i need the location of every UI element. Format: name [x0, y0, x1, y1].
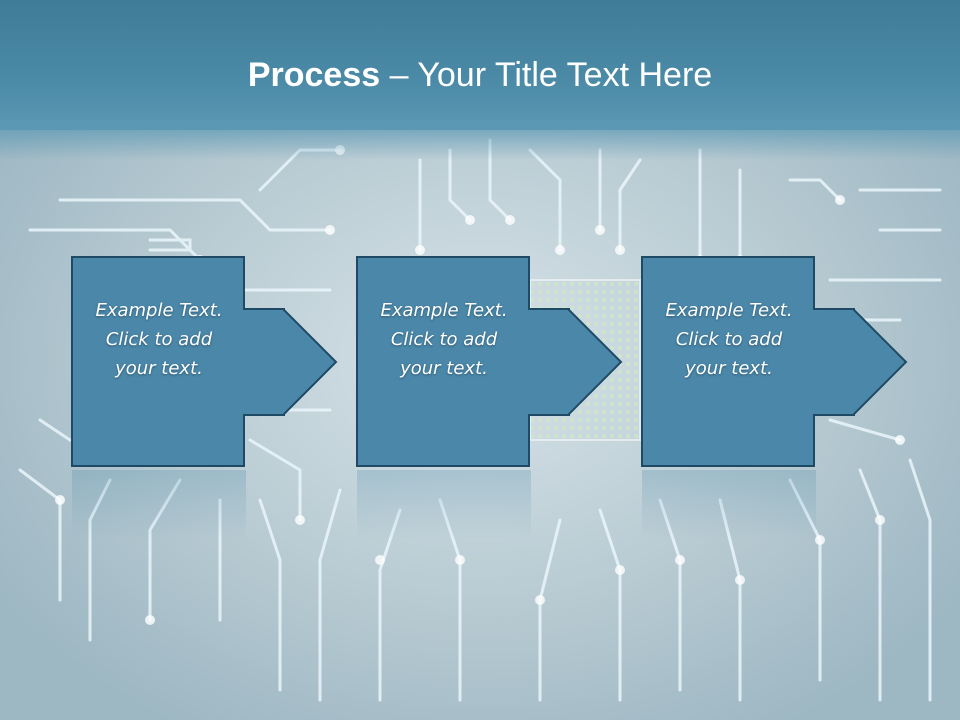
step-3-text-box[interactable]: Example Text. Click to add your text.	[642, 257, 816, 466]
step-1-text: Example Text. Click to add your text.	[84, 296, 234, 383]
title-bar-fade	[0, 120, 960, 160]
step-1-text-box[interactable]: Example Text. Click to add your text.	[72, 257, 246, 466]
step-1-line-3: your text.	[115, 358, 203, 379]
step-2-arrow-shape	[356, 256, 623, 467]
step-3-arrow-shape	[641, 256, 908, 467]
title-bar	[0, 0, 960, 130]
step-3-line-3: your text.	[685, 358, 773, 379]
title-bold: Process	[247, 56, 381, 94]
step-2-reflection	[357, 470, 531, 540]
step-2-line-1: Example Text.	[380, 300, 508, 321]
step-2-line-3: your text.	[400, 358, 488, 379]
process-step-3[interactable]: Example Text. Click to add your text.	[641, 256, 908, 467]
step-3-text: Example Text. Click to add your text.	[654, 296, 804, 383]
step-3-reflection	[642, 470, 816, 540]
process-step-2[interactable]: Example Text. Click to add your text.	[356, 256, 623, 467]
step-2-text-box[interactable]: Example Text. Click to add your text.	[357, 257, 531, 466]
process-step-1[interactable]: Example Text. Click to add your text.	[71, 256, 338, 467]
title-rest: – Your Title Text Here	[380, 56, 713, 94]
step-1-line-1: Example Text.	[95, 300, 223, 321]
step-3-line-2: Click to add	[675, 329, 783, 350]
slide-title[interactable]: Process – Your Title Text Here	[0, 55, 960, 95]
step-2-text: Example Text. Click to add your text.	[369, 296, 519, 383]
step-2-line-2: Click to add	[390, 329, 498, 350]
step-1-line-2: Click to add	[105, 329, 213, 350]
step-1-arrow-shape	[71, 256, 338, 467]
step-1-reflection	[72, 470, 246, 540]
step-3-line-1: Example Text.	[665, 300, 793, 321]
